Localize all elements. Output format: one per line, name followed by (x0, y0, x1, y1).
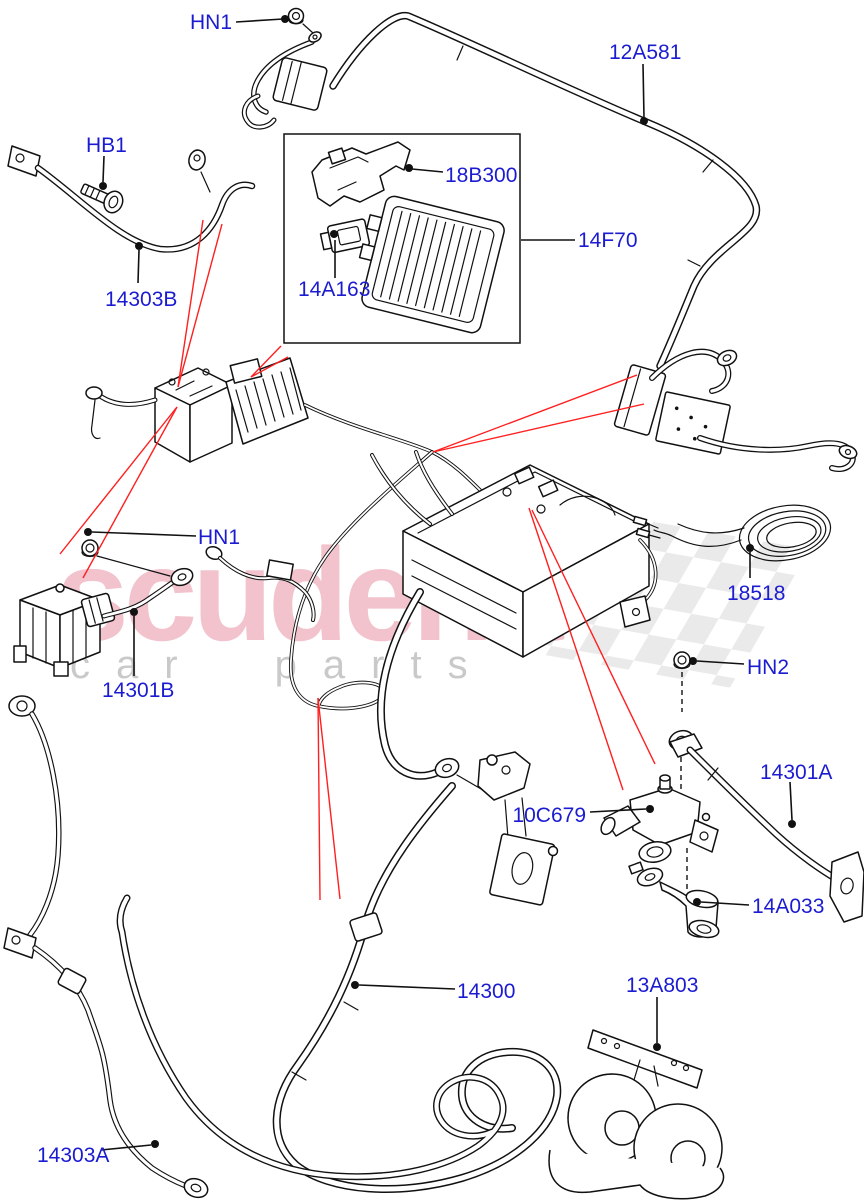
label-18b300[interactable]: 18B300 (445, 164, 517, 187)
grommet-block (272, 57, 328, 111)
label-18518[interactable]: 18518 (727, 582, 785, 605)
cable-end-fitting-part (613, 348, 858, 472)
hb1-bolt (80, 183, 124, 214)
label-12a581[interactable]: 12A581 (609, 41, 681, 64)
label-14a163[interactable]: 14A163 (298, 278, 370, 301)
cable-14300-bracket (434, 751, 559, 906)
cable-14300-drawing (272, 782, 562, 1193)
bracket-18b300-drawing (311, 141, 411, 207)
grommet-bracket-part (241, 7, 328, 130)
label-14f70[interactable]: 14F70 (578, 229, 638, 252)
inset-box (283, 133, 521, 344)
horn-13a803-drawing (548, 1029, 725, 1200)
label-14301b[interactable]: 14301B (102, 679, 174, 702)
label-14301a[interactable]: 14301A (760, 761, 832, 784)
label-14300[interactable]: 14300 (457, 980, 515, 1003)
jumper-cable-drawing (205, 545, 316, 622)
module-14f70-drawing (358, 195, 505, 334)
main-battery-drawing (370, 450, 658, 780)
leader-lines (84, 15, 796, 1151)
connector-14a163-drawing (319, 218, 371, 254)
label-hn1-mid[interactable]: HN1 (198, 526, 240, 549)
label-10c679[interactable]: 10C679 (512, 804, 586, 827)
cable-14303a-drawing (3, 695, 209, 1199)
label-13a803[interactable]: 13A803 (626, 974, 698, 997)
aux-battery-module-drawing (85, 357, 309, 463)
battery-cable-12a581-drawing (329, 11, 761, 370)
label-hb1[interactable]: HB1 (86, 134, 127, 157)
cable-14303b-drawing (7, 145, 256, 253)
finned-module (225, 357, 309, 445)
wire-18518-drawing (632, 504, 832, 562)
terminal-10c679-drawing (600, 774, 719, 893)
engine-harness-drawing (288, 403, 486, 711)
label-hn1-top[interactable]: HN1 (190, 11, 232, 34)
lower-harness-cable-drawing (116, 894, 507, 1181)
clamp-14a033-drawing (628, 861, 720, 939)
cable-14301a-drawing (669, 733, 864, 923)
hn1-top-nut (287, 7, 305, 25)
fuse-holder-14301b-drawing (13, 539, 194, 677)
hn1-mid-nut (81, 539, 99, 558)
label-14303b[interactable]: 14303B (105, 288, 177, 311)
red-locator-lines (59, 219, 656, 901)
label-14a033[interactable]: 14A033 (752, 895, 824, 918)
label-hn2[interactable]: HN2 (747, 656, 789, 679)
label-14303a[interactable]: 14303A (37, 1144, 109, 1167)
watermark-tagline: car parts (70, 643, 494, 687)
part-labels: HN1 12A581 HB1 18B300 14F70 14A163 14303… (37, 11, 832, 1167)
